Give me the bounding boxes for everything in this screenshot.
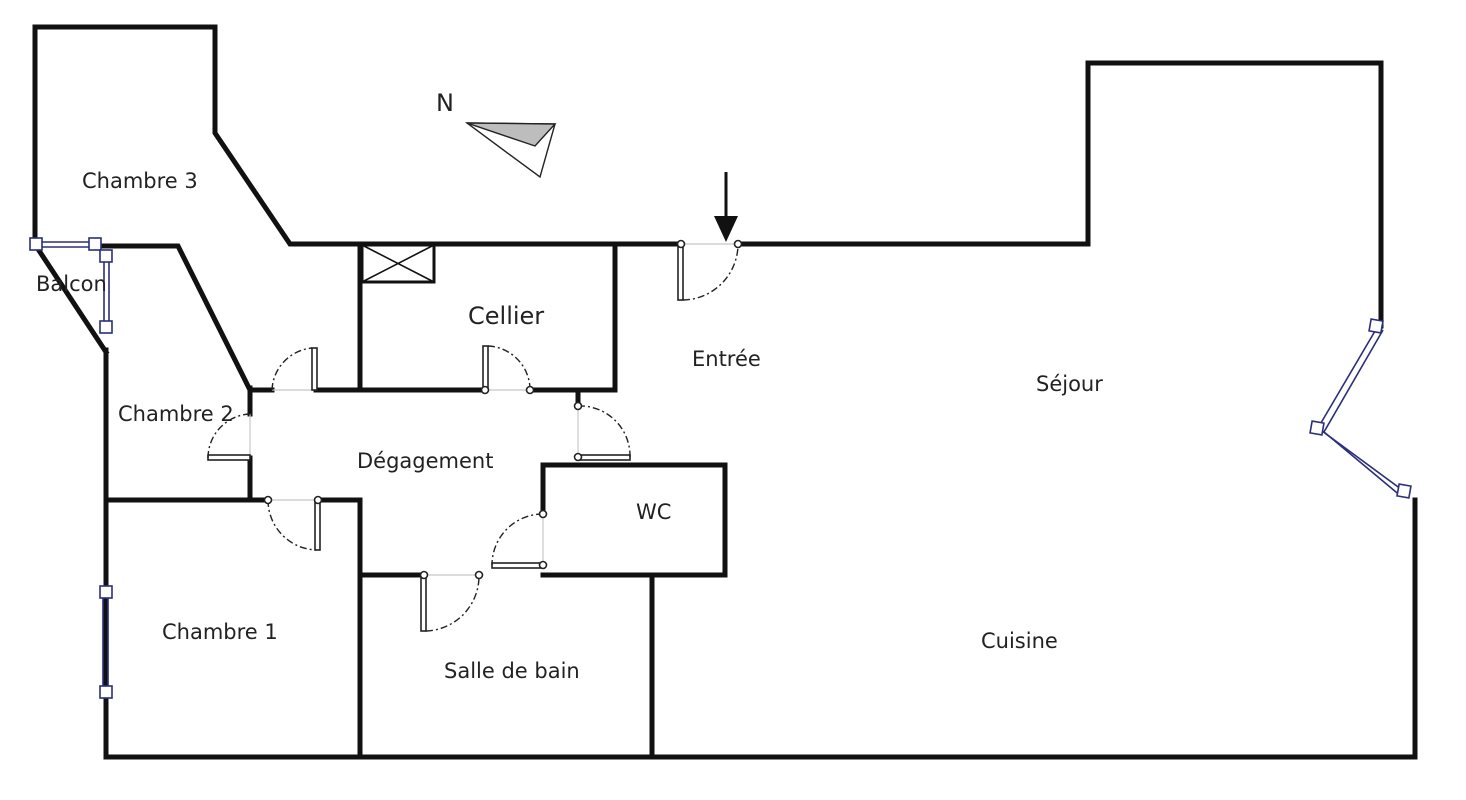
wall-deg-north-right (527, 241, 618, 393)
window-balcon-top (29, 237, 102, 251)
door-chambre1 (263, 495, 323, 551)
technical-box (360, 243, 436, 284)
window-chambre1 (99, 585, 113, 699)
shaft-box (360, 243, 436, 284)
shaft-cross-b (361, 244, 435, 283)
window-balcon-side (99, 249, 113, 334)
room-labels: Chambre 3 Balcon Chambre 2 Cellier Entré… (36, 169, 1103, 683)
window-sejour-bay (1309, 318, 1412, 499)
room-label-cuisine: Cuisine (981, 629, 1058, 653)
room-label-chambre3: Chambre 3 (82, 169, 198, 193)
walls (32, 24, 1418, 760)
door-salle-de-bain (419, 570, 484, 632)
door-entree (676, 239, 743, 301)
room-label-chambre2: Chambre 2 (118, 402, 234, 426)
windows (29, 237, 1412, 699)
room-label-sejour: Séjour (1036, 372, 1103, 396)
wall-balcon-diagonal (32, 242, 110, 356)
north-compass-icon: N (436, 89, 557, 179)
wall-deg-south-left (315, 497, 427, 578)
compass-north-label: N (436, 89, 454, 117)
door-leaf (677, 243, 684, 301)
room-label-chambre1: Chambre 1 (162, 620, 278, 644)
door-swing (682, 243, 739, 301)
door-cellier (480, 345, 535, 395)
room-label-balcon: Balcon (36, 272, 107, 296)
doors (207, 239, 743, 632)
room-label-degagement: Dégagement (357, 449, 493, 473)
wall-chambre3-outer (32, 24, 684, 247)
door-wc (491, 509, 548, 570)
entrance-arrow-icon (714, 172, 738, 242)
door-degagement-entree (573, 401, 631, 462)
door-chambre2-top (271, 347, 318, 391)
wall-wc (540, 462, 728, 578)
room-label-cellier: Cellier (468, 302, 544, 330)
room-label-salle-de-bain: Salle de bain (444, 659, 580, 683)
room-label-entree: Entrée (692, 347, 761, 371)
wall-north-sejour (735, 60, 1384, 329)
door-chambre2-side (207, 413, 251, 461)
room-label-wc: WC (636, 500, 671, 524)
wall-chambre2-top (92, 243, 254, 394)
